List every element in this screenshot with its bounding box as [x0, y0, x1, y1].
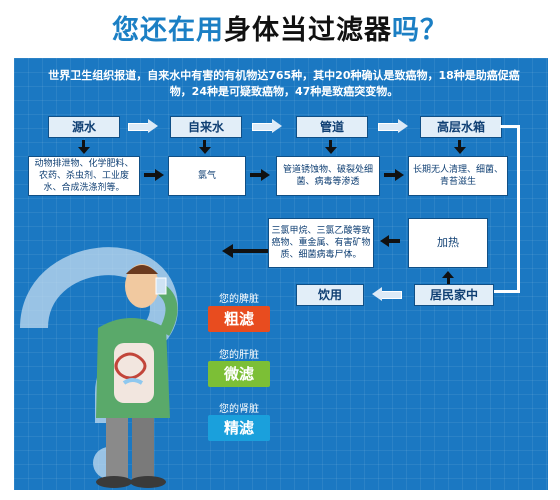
desc-pipe: 管道锈蚀物、破裂处细菌、病毒等渗透 — [276, 156, 380, 196]
label-fine-filter: 精滤 — [208, 415, 270, 441]
stage-heat: 加热 — [408, 218, 488, 268]
arrow-left-icon — [372, 287, 402, 301]
page-title: 您还在用身体当过滤器吗？ — [0, 8, 560, 47]
label-micro-filter: 微滤 — [208, 361, 270, 387]
blue-panel: 世界卫生组织报道，自来水中有害的有机物达765种，其中20种确认是致癌物，18种… — [14, 58, 548, 490]
caption-liver: 您的肝脏 — [219, 350, 259, 361]
caption-spleen: 您的脾脏 — [219, 294, 259, 305]
arrow-down-icon — [325, 140, 337, 154]
title-part-3: 吗？ — [392, 15, 448, 46]
arrow-left-icon — [380, 235, 400, 247]
arrow-left-icon — [222, 244, 268, 258]
connector-line — [492, 290, 520, 293]
arrow-up-icon — [444, 271, 452, 285]
title-part-2: 身体当过滤器 — [224, 15, 392, 46]
desc-tank: 长期无人清理、细菌、青苔滋生 — [408, 156, 508, 196]
intro-text: 世界卫生组织报道，自来水中有害的有机物达765种，其中20种确认是致癌物，18种… — [48, 69, 520, 98]
man-drinking-water-illustration — [20, 247, 179, 488]
stage-home: 居民家中 — [414, 284, 494, 306]
stage-tap-water: 自来水 — [170, 116, 242, 138]
stage-source: 源水 — [48, 116, 120, 138]
desc-heat-result: 三氯甲烷、三氯乙酸等致癌物、重金属、有害矿物质、细菌病毒尸体。 — [268, 218, 374, 268]
arrow-down-icon — [454, 140, 466, 154]
caption-kidney: 您的肾脏 — [219, 404, 259, 415]
arrow-down-icon — [78, 140, 90, 154]
connector-line — [517, 125, 520, 293]
desc-source: 动物排泄物、化学肥料、农药、杀虫剂、工业废水、合成洗涤剂等。 — [28, 156, 140, 196]
arrow-right-icon — [252, 119, 282, 133]
arrow-right-icon — [378, 119, 408, 133]
arrow-right-icon — [128, 119, 158, 133]
stage-drink: 饮用 — [296, 284, 364, 306]
stage-pipe: 管道 — [296, 116, 368, 138]
label-coarse-filter: 粗滤 — [208, 306, 270, 332]
connector-line — [500, 125, 520, 128]
title-part-1: 您还在用 — [112, 15, 224, 46]
arrow-right-icon — [144, 169, 164, 181]
arrow-down-icon — [199, 140, 211, 154]
arrow-right-icon — [384, 169, 404, 181]
desc-tap: 氯气 — [168, 156, 246, 196]
arrow-right-icon — [250, 169, 270, 181]
stage-tank: 高层水箱 — [420, 116, 502, 138]
